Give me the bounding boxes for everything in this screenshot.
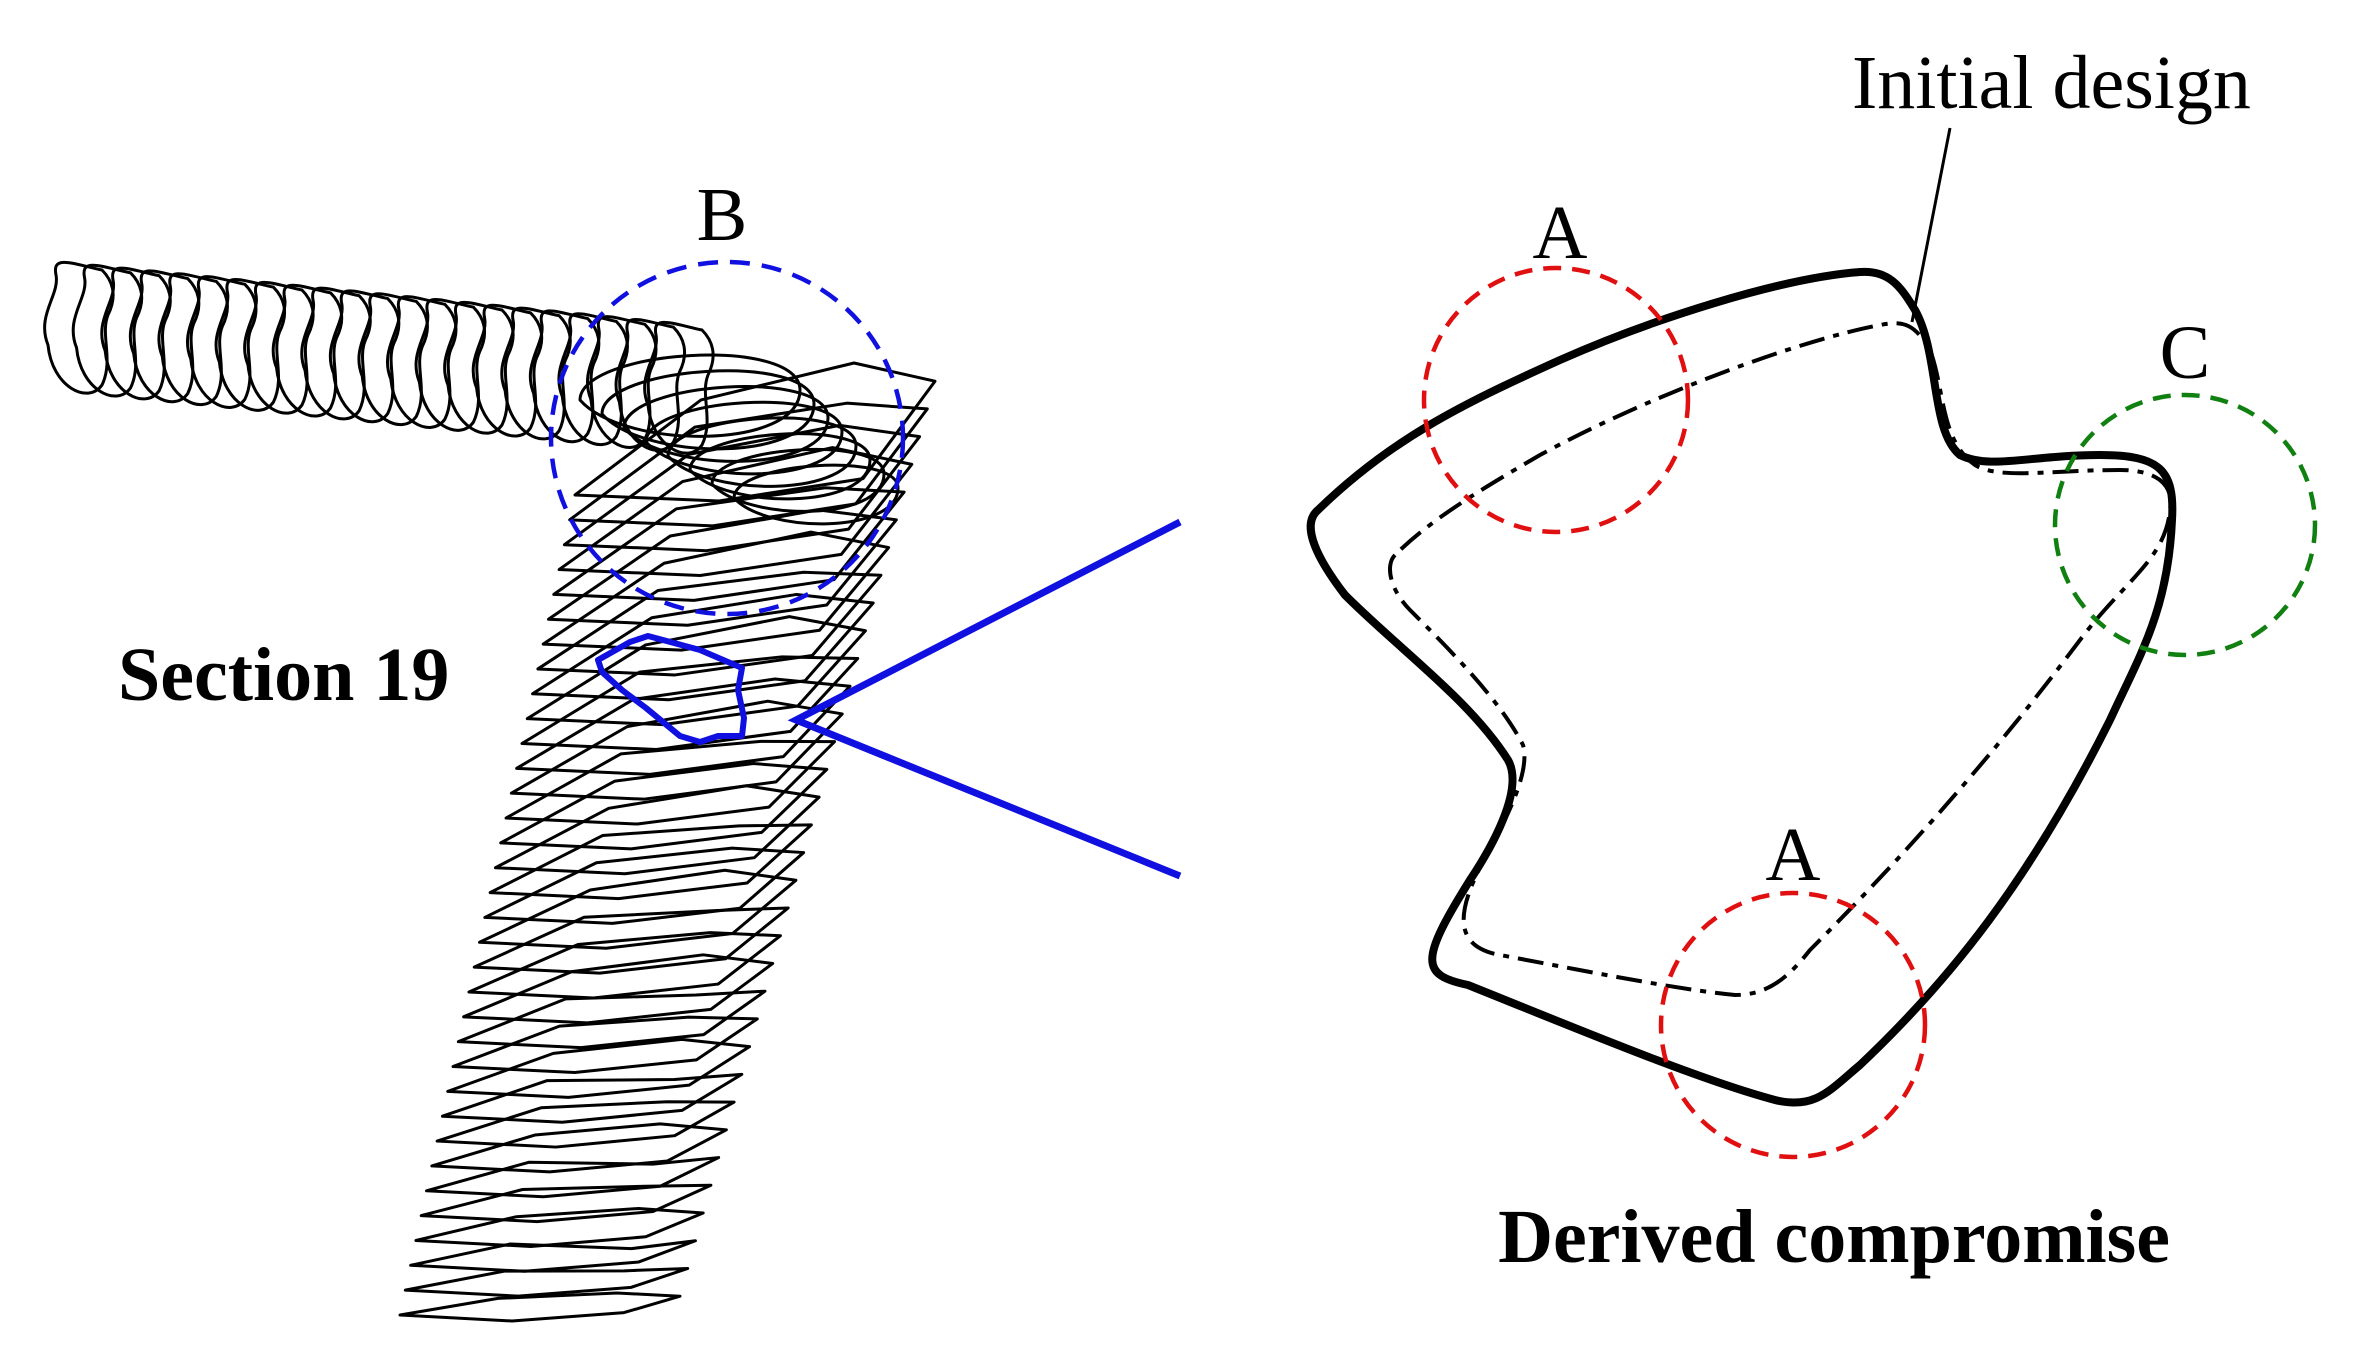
blade-section [483, 846, 806, 925]
label-a-upper: A [1533, 191, 1588, 275]
blade-section [541, 530, 891, 652]
blade-section [600, 369, 816, 451]
blade-section [531, 592, 875, 702]
section-label: Section 19 [118, 633, 449, 717]
blade-section [472, 906, 790, 975]
circle-a-lower [1658, 890, 1928, 1160]
section-19-highlight [595, 633, 747, 745]
label-c: C [2160, 311, 2211, 395]
blade-section [430, 1122, 728, 1174]
compromise-label: Derived compromise [1498, 1195, 2170, 1279]
blade-section [666, 416, 858, 488]
initial-design-outline [1388, 321, 2173, 997]
blade-section [451, 1015, 759, 1075]
blade-section [499, 762, 829, 851]
blade-section [568, 401, 929, 528]
blade-section [557, 446, 914, 578]
blade-section [478, 868, 798, 950]
label-a-lower: A [1766, 813, 1821, 897]
blade-section [504, 739, 837, 826]
circle-b [548, 259, 906, 617]
blade-section [467, 931, 782, 1000]
blade-section [578, 353, 802, 438]
circle-c [2052, 392, 2318, 658]
section-stack [43, 260, 937, 1323]
blade-section [414, 1206, 705, 1248]
blade-section [643, 320, 715, 455]
blade-section [435, 1100, 736, 1149]
blade-section [419, 1183, 713, 1224]
blade-section [440, 1072, 744, 1124]
blade-section [688, 432, 872, 501]
blade-section [488, 823, 813, 901]
blade-section [446, 1037, 752, 1099]
blade-section [573, 361, 937, 503]
blade-section [425, 1156, 721, 1199]
blade-section [493, 784, 821, 876]
label-b: B [697, 173, 748, 257]
circle-a-upper [1421, 265, 1691, 535]
initial-design-label: Initial design [1852, 41, 2251, 125]
blade-section [644, 400, 844, 476]
blade-section [462, 953, 775, 1025]
blade-section [456, 989, 767, 1050]
blade-section [536, 570, 883, 677]
blade-section [546, 508, 898, 627]
blade-section [622, 385, 830, 463]
blade-section [552, 486, 906, 602]
blade-section [403, 1266, 690, 1298]
zoom-lines [787, 518, 1182, 880]
blade-section [398, 1291, 682, 1323]
blade-section [509, 699, 844, 801]
initial-design-leader [1910, 127, 1952, 323]
